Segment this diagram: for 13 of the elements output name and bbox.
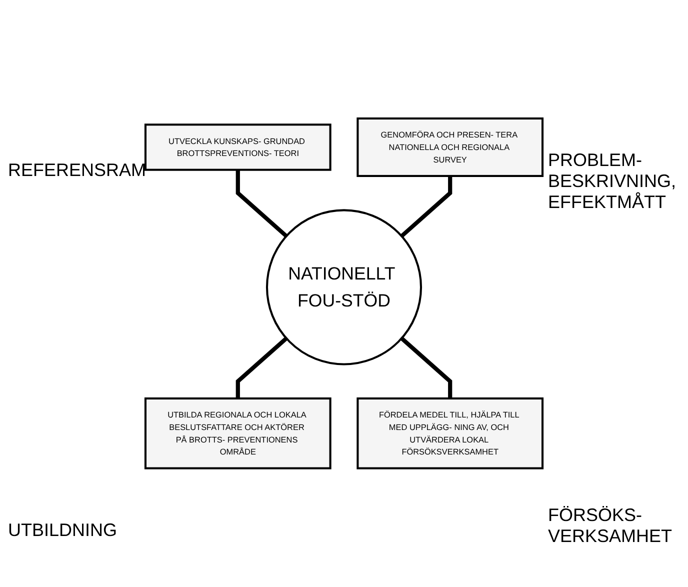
section-label: FÖRSÖKS- VERKSAMHET — [548, 505, 674, 547]
node-circle: NATIONELLT FOU-STÖD — [266, 209, 422, 366]
node-box: UTBILDA REGIONALA OCH LOKALA BESLUTSFATTARE OCH AKTÖRER PÅ BROTTS- PREVENTIONENS OMRÅDE — [144, 398, 332, 470]
section-label: REFERENSRAM — [8, 160, 143, 181]
node-box: GENOMFÖRA OCH PRESEN- TERA NATIONELLA OCH REGIONALA SURVEY — [356, 118, 544, 178]
connector — [400, 336, 452, 399]
connector — [400, 176, 452, 238]
section-label: PROBLEM- BESKRIVNING, EFFEKTMÅTT — [548, 150, 678, 213]
node-box: FÖRDELA MEDEL TILL, HJÄLPA TILL MED UPPLÄGG- NING AV, OCH UTVÄRDERA LOKAL FÖRSÖKSVERKSAMHET — [356, 398, 544, 470]
connector — [236, 170, 288, 238]
node-box: UTVECKLA KUNSKAPS- GRUNDAD BROTTSPREVENTIONS- TEORI — [144, 124, 332, 171]
connector — [236, 336, 288, 399]
section-label: UTBILDNING — [8, 520, 118, 541]
